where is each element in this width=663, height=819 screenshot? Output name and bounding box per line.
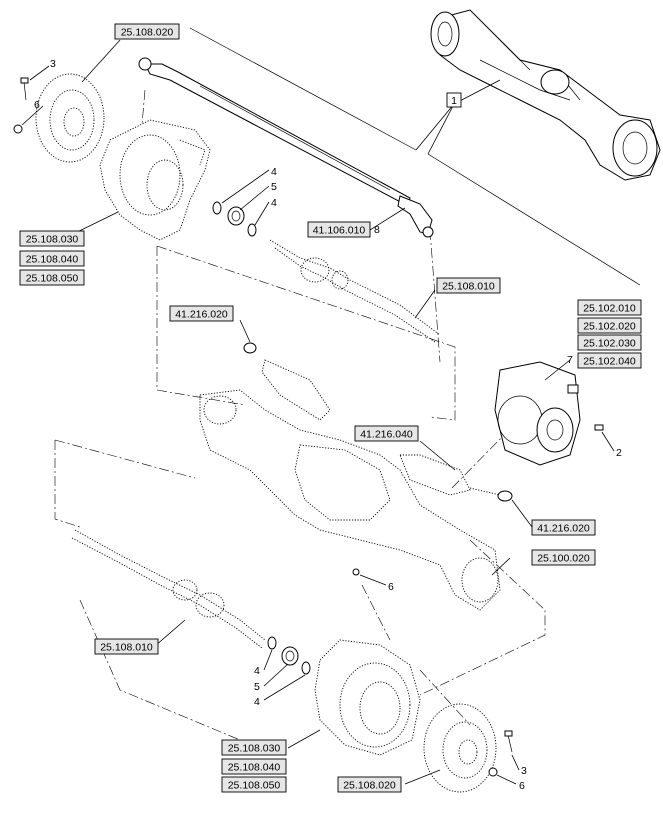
ref-box-25108020-top[interactable]: 25.108.020	[114, 23, 180, 40]
ref-box-25102020[interactable]: 25.102.020	[577, 317, 642, 334]
ref-label: 41.106.010	[313, 225, 366, 237]
ref-box-41106010[interactable]: 41.106.010	[307, 221, 371, 238]
item-number-6: 6	[388, 581, 394, 593]
item-number-8: 8	[374, 224, 380, 236]
item-number-5: 5	[254, 681, 260, 693]
ref-label: 25.108.050	[228, 780, 281, 792]
item-number-6: 6	[34, 99, 40, 111]
ref-box-25108050-top[interactable]: 25.108.050	[19, 269, 85, 286]
axle-housing	[199, 389, 501, 611]
ref-label: 41.216.020	[537, 523, 590, 535]
item-number-3: 3	[521, 765, 527, 777]
item-number-6: 6	[519, 780, 525, 792]
hub-plate-top	[35, 73, 105, 163]
ref-label: 41.216.040	[360, 429, 413, 441]
item-number-5: 5	[271, 181, 277, 193]
ref-box-41216020-left[interactable]: 41.216.020	[169, 305, 234, 322]
item-number-2: 2	[616, 447, 622, 459]
ref-box-25108010-bottom[interactable]: 25.108.010	[94, 638, 159, 655]
nut-item-6-bottom	[488, 767, 498, 777]
item-callouts: 3 6 4 5 4 8 7 2 6 4 5 4 3 6	[34, 58, 622, 792]
section-lines	[189, 27, 641, 286]
ref-box-25108050-bottom[interactable]: 25.108.050	[221, 776, 287, 793]
ref-label: 25.102.010	[583, 303, 636, 315]
item-number-4: 4	[271, 166, 277, 178]
ref-box-41216020-right[interactable]: 41.216.020	[531, 519, 596, 536]
nut-item-6-top	[13, 124, 23, 134]
ref-box-41216040[interactable]: 41.216.040	[354, 425, 419, 442]
seal-bearing-top	[212, 201, 257, 237]
item-number-4: 4	[254, 665, 260, 677]
item-number-7: 7	[567, 354, 573, 366]
leader-lines	[21, 39, 615, 785]
drive-shaft-bottom	[71, 529, 266, 649]
ref-label: 25.102.030	[583, 338, 636, 350]
ref-box-25102030[interactable]: 25.102.030	[577, 334, 642, 351]
bolt-item-2	[594, 424, 604, 431]
item-number-4: 4	[254, 696, 260, 708]
ref-box-25108040-top[interactable]: 25.108.040	[19, 250, 85, 267]
differential-assembly	[494, 361, 581, 466]
item-number-1: 1	[451, 95, 457, 107]
ref-label: 25.102.020	[583, 321, 636, 333]
bolt-item-3-top	[20, 77, 29, 101]
bolt-item-3-bottom	[504, 730, 513, 753]
item-number-3: 3	[50, 58, 56, 70]
ref-label: 25.108.020	[343, 780, 396, 792]
tie-rod	[138, 57, 434, 238]
ref-box-25108040-bottom[interactable]: 25.108.040	[221, 758, 287, 775]
hub-plate-bottom	[423, 703, 497, 793]
steering-cylinder-left	[243, 342, 331, 421]
complete-axle-assembly	[430, 9, 661, 181]
ref-box-25108010-top[interactable]: 25.108.010	[436, 277, 501, 294]
ref-label: 25.108.040	[228, 762, 281, 774]
ref-box-25100020[interactable]: 25.100.020	[531, 549, 596, 566]
ref-label: 25.108.040	[26, 254, 79, 266]
ref-box-25108030-bottom[interactable]: 25.108.030	[221, 739, 287, 756]
ref-box-25108020-bottom[interactable]: 25.108.020	[337, 776, 402, 793]
ref-label: 25.108.010	[442, 281, 495, 293]
ref-label: 25.102.040	[583, 356, 636, 368]
drive-shaft-top	[269, 239, 441, 343]
ref-box-25102010[interactable]: 25.102.010	[577, 299, 642, 316]
steering-knuckle-bottom	[314, 639, 421, 756]
ref-label: 41.216.020	[175, 309, 228, 321]
ref-label: 25.100.020	[537, 553, 590, 565]
steering-knuckle-top	[99, 119, 211, 241]
item-number-4: 4	[271, 197, 277, 209]
ref-label: 25.108.030	[26, 234, 79, 246]
ref-label: 25.108.050	[26, 273, 79, 285]
ref-label: 25.108.020	[121, 27, 174, 39]
ref-box-25108030-top[interactable]: 25.108.030	[19, 230, 85, 247]
ref-box-25102040[interactable]: 25.102.040	[577, 352, 642, 369]
steering-cylinder-right	[399, 454, 513, 502]
ref-label: 25.108.030	[228, 743, 281, 755]
seal-bearing-bottom	[267, 636, 311, 675]
ref-label: 25.108.010	[100, 642, 153, 654]
item-1-box: 1	[446, 92, 462, 108]
